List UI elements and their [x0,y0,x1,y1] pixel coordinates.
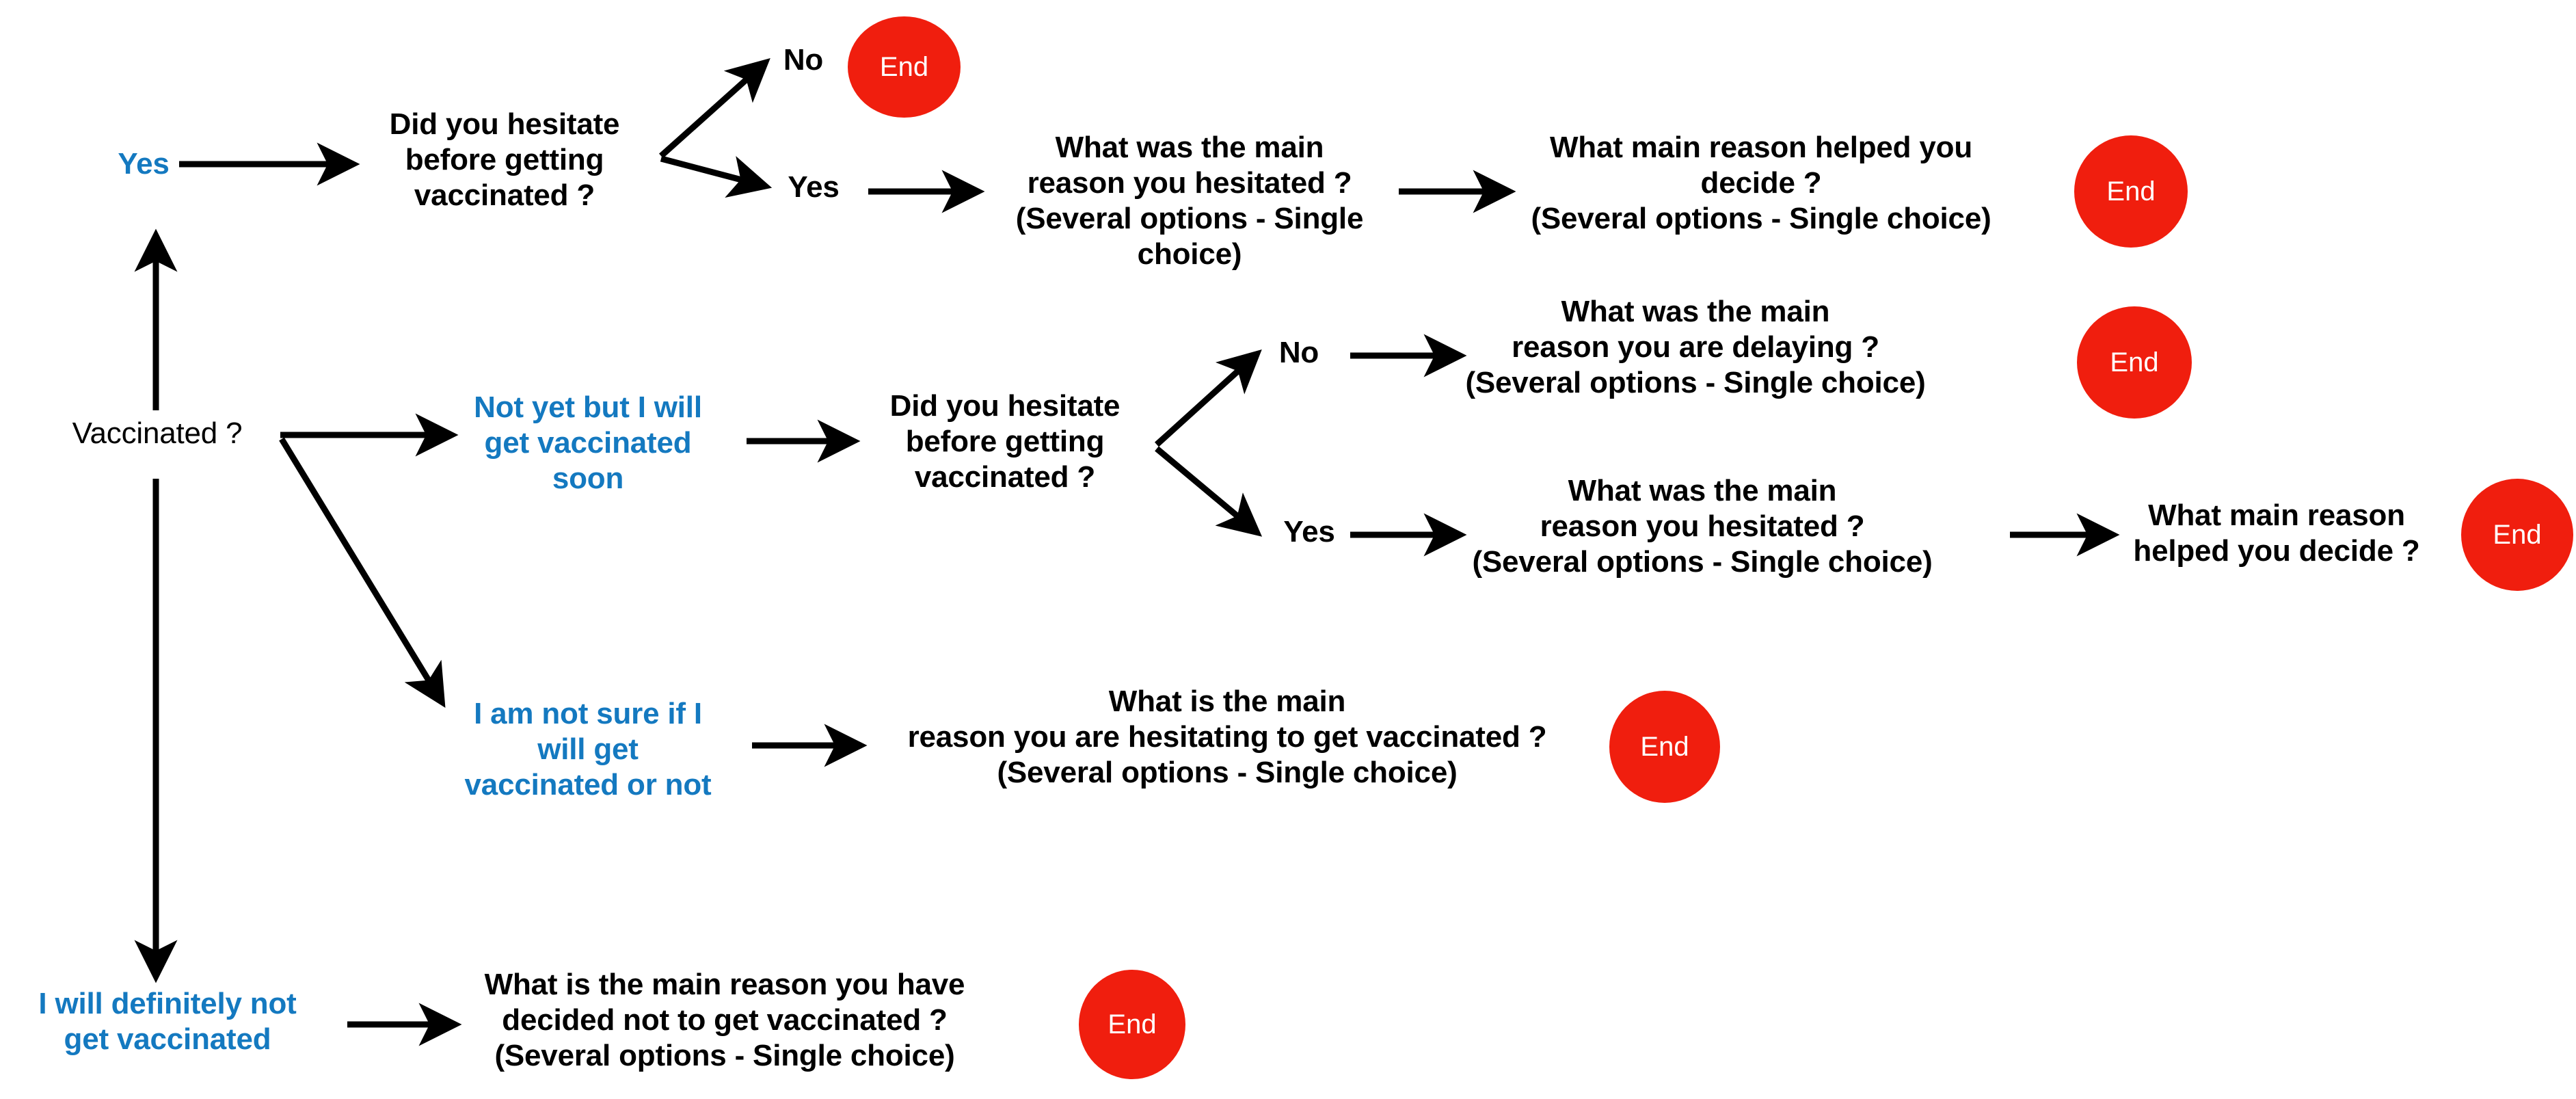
node-question-main-reason-hesitated-mid[interactable]: What was the main reason you hesitated ?… [1472,474,1933,579]
node-answer-yes[interactable]: Yes [118,147,170,181]
end-node-mid-delaying[interactable]: End [2077,306,2192,419]
node-question-main-reason-hesitated-top[interactable]: What was the main reason you hesitated ?… [1015,131,1364,271]
end-node-top-no[interactable]: End [848,16,961,118]
decision-label-mid-no[interactable]: No [1278,336,1319,369]
edge-hesitate-top-to-no [658,57,770,159]
end-node-definitely-not[interactable]: End [1079,970,1185,1079]
node-root-vaccinated[interactable]: Vaccinated ? [72,416,243,450]
decision-label-top-no[interactable]: No [783,43,824,77]
node-answer-not-sure[interactable]: I am not sure if I will get vaccinated o… [464,697,712,802]
node-question-main-reason-helped-decide-mid[interactable]: What main reason helped you decide ? [2133,499,2420,568]
edge-hesitate-mid-to-no [1154,349,1262,447]
decision-label-top-yes[interactable]: Yes [788,170,840,204]
edge-hesitate-mid-to-yes [1155,446,1263,537]
end-node-mid-decide[interactable]: End [2461,479,2573,591]
node-answer-definitely-not[interactable]: I will definitely not get vaccinated [38,987,297,1056]
node-question-main-reason-hesitating[interactable]: What is the main reason you are hesitati… [907,685,1547,789]
decision-label-mid-yes[interactable]: Yes [1283,515,1335,548]
node-question-main-reason-decided-not[interactable]: What is the main reason you have decided… [484,968,965,1072]
edge-root-to-not-sure [279,437,446,708]
edge-hesitate-top-to-yes [660,155,773,198]
end-node-top-decide[interactable]: End [2074,135,2188,248]
node-question-main-reason-delaying[interactable]: What was the main reason you are delayin… [1465,295,1926,399]
node-question-hesitate-mid[interactable]: Did you hesitate before getting vaccinat… [889,389,1121,494]
node-answer-not-yet[interactable]: Not yet but I will get vaccinated soon [474,390,702,495]
end-node-not-sure[interactable]: End [1609,691,1720,803]
node-question-main-reason-helped-decide-top[interactable]: What main reason helped you decide ? (Se… [1531,131,1991,235]
node-question-hesitate-top[interactable]: Did you hesitate before getting vaccinat… [389,107,620,212]
